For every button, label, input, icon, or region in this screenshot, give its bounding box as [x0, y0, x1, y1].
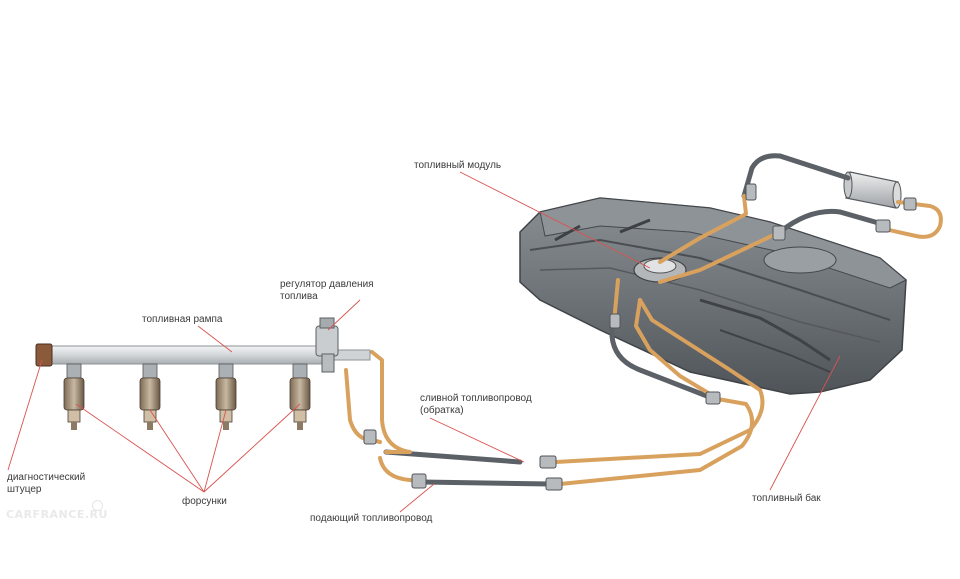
- label-injectors: форсунки: [182, 496, 227, 507]
- leader-fuel-rail: [197, 325, 233, 353]
- diagnostic-fitting: [35, 343, 53, 367]
- leader-supply-line: [399, 483, 435, 513]
- label-diagnostic-line2: штуцер: [7, 484, 42, 495]
- line-fittings: [363, 183, 917, 491]
- leader-fuel-tank: [769, 355, 841, 491]
- leader-injector-4: [203, 403, 301, 493]
- leader-injector-2: [149, 409, 205, 493]
- label-return-line-line1: сливной топливопровод: [420, 393, 532, 404]
- injector: [289, 363, 311, 430]
- label-fuel-tank: топливный бак: [752, 493, 821, 504]
- pressure-regulator: [315, 317, 339, 373]
- watermark-icon: [92, 500, 103, 511]
- fuel-filter: [843, 171, 902, 209]
- label-fuel-module: топливный модуль: [414, 160, 502, 171]
- label-diagnostic-fitting: диагностический штуцер: [7, 472, 85, 496]
- leader-fuel-module: [459, 171, 651, 269]
- label-fuel-rail: топливная рампа: [142, 314, 223, 325]
- leader-return-line: [429, 417, 525, 463]
- leader-diagnostic: [7, 359, 43, 471]
- leader-pressure-regulator: [327, 299, 361, 331]
- injector: [63, 363, 85, 430]
- injector: [139, 363, 161, 430]
- label-pressure-regulator-line1: регулятор давления: [280, 279, 374, 290]
- watermark: CARFRANCE.RU: [6, 508, 108, 521]
- injectors: [63, 363, 311, 430]
- label-diagnostic-line1: диагностический: [7, 472, 86, 483]
- fuel-lines: [344, 194, 943, 486]
- leader-lines: [7, 171, 841, 513]
- label-return-line-line2: (обратка): [420, 405, 464, 416]
- leader-injector-1: [75, 403, 205, 493]
- injector: [215, 363, 237, 430]
- fuel-tank: [519, 197, 907, 395]
- leader-injector-3: [203, 409, 227, 493]
- label-pressure-regulator-line2: топлива: [280, 291, 318, 302]
- label-supply-line: подающий топливопровод: [310, 513, 433, 524]
- label-pressure-regulator: регулятор давления топлива: [280, 279, 374, 303]
- label-return-line: сливной топливопровод (обратка): [420, 393, 532, 417]
